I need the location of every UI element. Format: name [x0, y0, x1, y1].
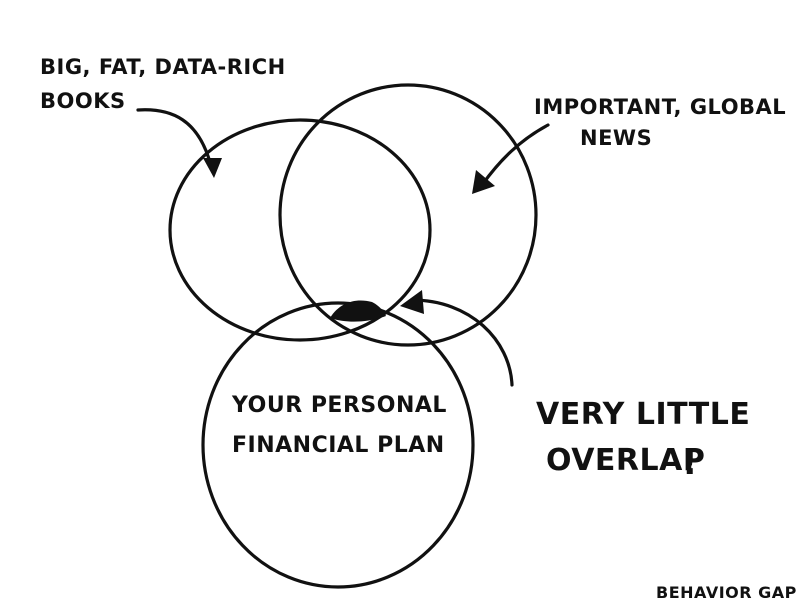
- label-news-line1: Important, Global: [534, 95, 786, 119]
- label-overlap-line2: Overlap: [546, 443, 705, 478]
- arrow-news: [472, 123, 550, 194]
- label-overlap-exclamation: !: [682, 443, 698, 483]
- label-books-line1: Big, Fat, Data-Rich: [40, 55, 286, 79]
- circle-news: [278, 83, 538, 347]
- brand-signature: Behavior Gap: [656, 583, 797, 602]
- label-plan-line2: Financial Plan: [232, 433, 445, 458]
- label-news-line2: News: [580, 126, 652, 150]
- arrow-overlap: [400, 290, 514, 387]
- label-overlap-line1: Very Little: [536, 397, 750, 432]
- circle-books: [168, 118, 432, 342]
- arrow-books: [136, 108, 222, 178]
- circle-financial-plan: [201, 301, 475, 589]
- overlap-region: [330, 300, 386, 322]
- label-books-line2: Books: [40, 89, 126, 113]
- label-plan-line1: Your Personal: [231, 393, 447, 418]
